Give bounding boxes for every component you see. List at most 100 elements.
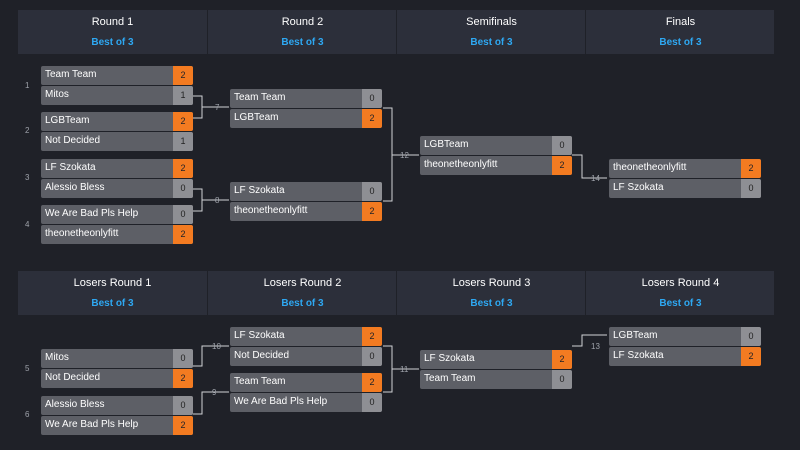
team-name: Alessio Bless — [45, 399, 105, 410]
team-name: theonetheonlyfitt — [45, 228, 119, 239]
team-score: 2 — [552, 156, 572, 175]
team-name: LF Szokata — [234, 185, 285, 196]
team-name: LF Szokata — [613, 182, 664, 193]
team-slot[interactable]: Team Team 2 — [230, 373, 382, 392]
team-slot[interactable]: Not Decided 1 — [41, 132, 193, 151]
round-header: Losers Round 4 Best of 3 — [585, 271, 775, 315]
round-format[interactable]: Best of 3 — [470, 37, 513, 48]
round-format[interactable]: Best of 3 — [659, 298, 702, 309]
match-number: 13 — [591, 342, 600, 351]
team-name: We Are Bad Pls Help — [45, 419, 139, 430]
team-score: 0 — [173, 396, 193, 415]
team-slot[interactable]: LF Szokata 0 — [609, 179, 761, 198]
team-score: 0 — [173, 179, 193, 198]
match-number: 14 — [591, 174, 600, 183]
team-score: 0 — [362, 89, 382, 108]
round-format[interactable]: Best of 3 — [281, 298, 324, 309]
team-score: 2 — [173, 112, 193, 131]
team-name: Team Team — [234, 376, 286, 387]
round-format[interactable]: Best of 3 — [659, 37, 702, 48]
match-number: 4 — [25, 220, 30, 229]
team-slot[interactable]: Team Team 0 — [420, 370, 572, 389]
team-score: 2 — [362, 327, 382, 346]
team-name: theonetheonlyfitt — [613, 162, 687, 173]
match-number: 9 — [212, 388, 217, 397]
team-name: LF Szokata — [424, 353, 475, 364]
team-slot[interactable]: LF Szokata 2 — [609, 347, 761, 366]
round-title: Round 1 — [91, 16, 134, 28]
team-name: Mitos — [45, 89, 69, 100]
team-score: 2 — [173, 369, 193, 388]
team-name: Not Decided — [234, 350, 290, 361]
team-name: LF Szokata — [613, 350, 664, 361]
team-name: Not Decided — [45, 135, 101, 146]
team-score: 2 — [173, 159, 193, 178]
round-format[interactable]: Best of 3 — [91, 37, 134, 48]
team-slot[interactable]: Alessio Bless 0 — [41, 396, 193, 415]
team-score: 2 — [173, 225, 193, 244]
team-slot[interactable]: LGBTeam 2 — [41, 112, 193, 131]
team-score: 2 — [741, 159, 761, 178]
team-slot[interactable]: LF Szokata 2 — [41, 159, 193, 178]
team-score: 0 — [741, 179, 761, 198]
team-name: We Are Bad Pls Help — [234, 396, 328, 407]
round-header: Round 2 Best of 3 — [207, 10, 397, 54]
round-title: Losers Round 4 — [641, 277, 720, 289]
round-format[interactable]: Best of 3 — [281, 37, 324, 48]
team-score: 2 — [362, 202, 382, 221]
team-name: Team Team — [234, 92, 286, 103]
team-score: 0 — [741, 327, 761, 346]
team-slot[interactable]: Team Team 0 — [230, 89, 382, 108]
team-score: 2 — [362, 373, 382, 392]
match-number: 11 — [400, 365, 409, 374]
team-name: Team Team — [424, 373, 476, 384]
team-score: 0 — [173, 349, 193, 368]
round-title: Round 2 — [281, 16, 324, 28]
team-slot[interactable]: theonetheonlyfitt 2 — [41, 225, 193, 244]
team-score: 2 — [741, 347, 761, 366]
team-name: LF Szokata — [234, 330, 285, 341]
round-title: Losers Round 2 — [263, 277, 342, 289]
match-number: 7 — [215, 103, 220, 112]
round-format[interactable]: Best of 3 — [470, 298, 513, 309]
team-slot[interactable]: theonetheonlyfitt 2 — [609, 159, 761, 178]
team-score: 2 — [552, 350, 572, 369]
team-name: LF Szokata — [45, 162, 96, 173]
match-number: 1 — [25, 81, 30, 90]
round-format[interactable]: Best of 3 — [91, 298, 134, 309]
match-number: 12 — [400, 151, 409, 160]
round-title: Finals — [665, 16, 696, 28]
team-score: 1 — [173, 132, 193, 151]
team-score: 2 — [173, 66, 193, 85]
round-header: Round 1 Best of 3 — [18, 10, 207, 54]
team-name: LGBTeam — [424, 139, 469, 150]
team-name: LGBTeam — [45, 115, 90, 126]
team-slot[interactable]: LF Szokata 2 — [230, 327, 382, 346]
team-name: LGBTeam — [234, 112, 279, 123]
team-slot[interactable]: Team Team 2 — [41, 66, 193, 85]
match-number: 3 — [25, 173, 30, 182]
team-score: 0 — [552, 370, 572, 389]
team-name: Team Team — [45, 69, 97, 80]
team-score: 0 — [173, 205, 193, 224]
team-slot[interactable]: LF Szokata 2 — [420, 350, 572, 369]
